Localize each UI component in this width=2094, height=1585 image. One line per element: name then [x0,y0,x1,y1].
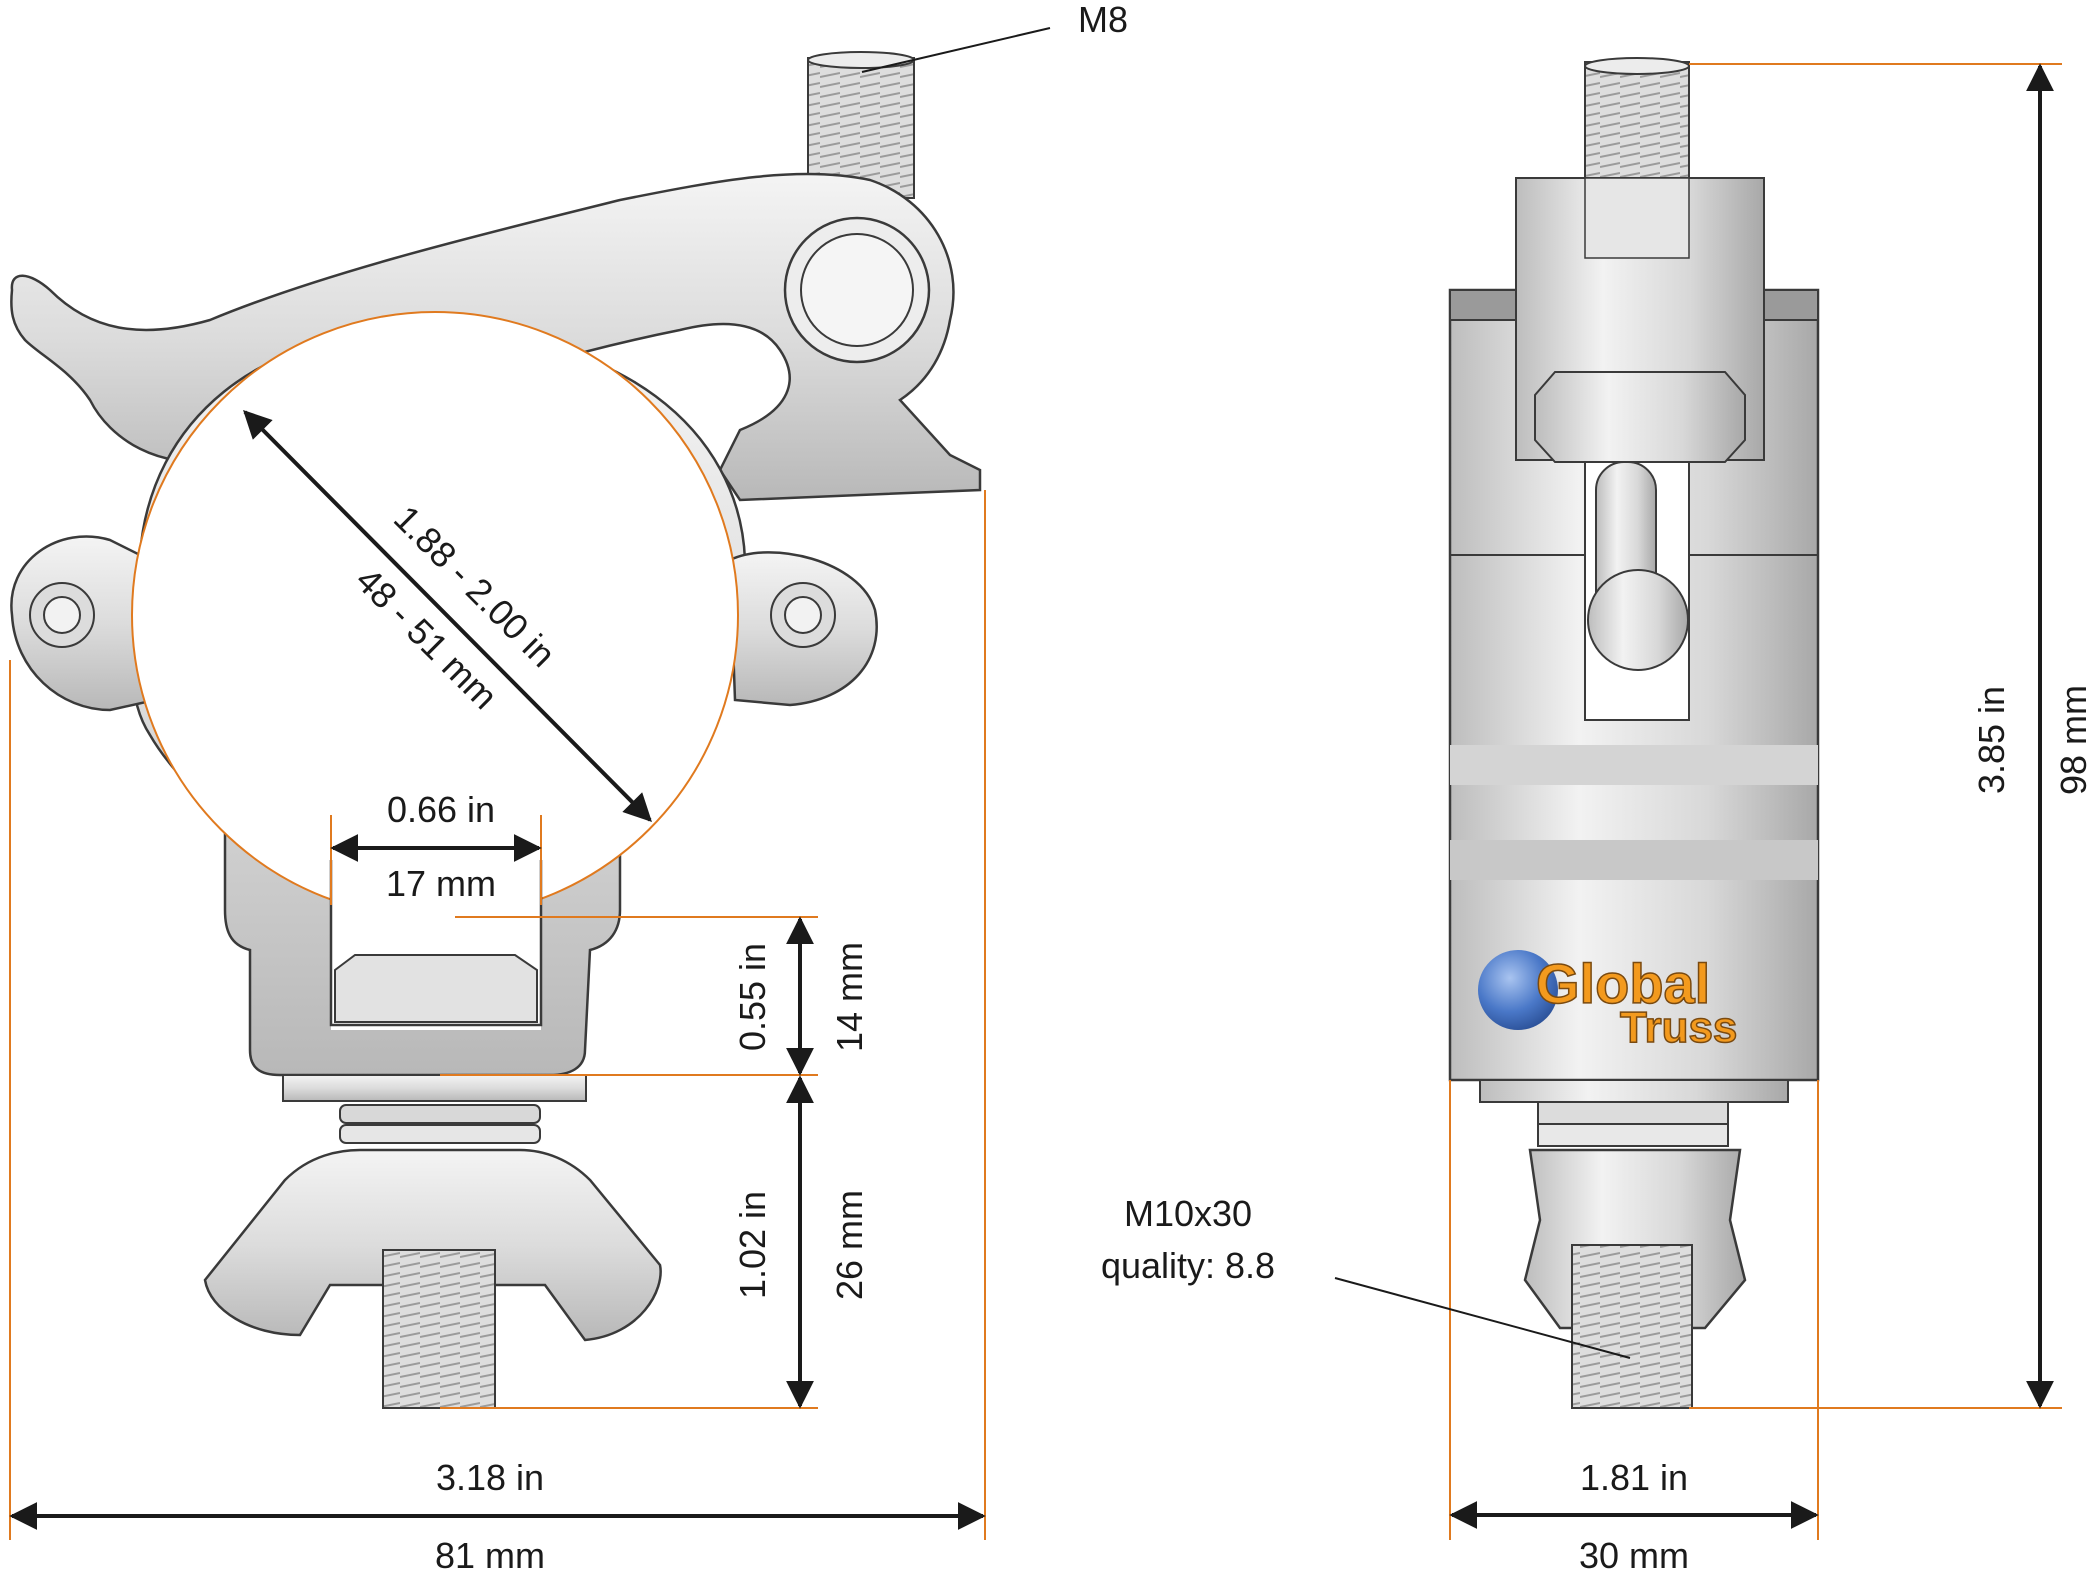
overall-width-mm-label: 81 mm [435,1535,545,1576]
overall-height-mm-label: 98 mm [2053,685,2094,795]
saddle-height-mm-label: 14 mm [829,942,870,1052]
bolt-length-mm-label: 26 mm [829,1190,870,1300]
side-width-mm-label: 30 mm [1579,1535,1689,1576]
side-washer [1479,1079,1789,1103]
m10-bolt [382,1249,496,1409]
bolt-length-in-label: 1.02 in [732,1191,773,1299]
bolt-spec-line2: quality: 8.8 [1101,1245,1275,1286]
saddle-pad [334,954,538,1023]
saddle-height-in-label: 0.55 in [732,943,773,1051]
wing-nut [203,1148,662,1342]
opening-in-label: 0.66 in [387,789,495,830]
washer-plate [282,1074,587,1102]
opening-mm-label: 17 mm [386,863,496,904]
m8-label: M8 [1078,0,1128,40]
side-dimensions: 3.85 in 98 mm 1.81 in 30 mm M10x30 quali… [1101,63,2094,1576]
side-m10-bolt [1571,1244,1693,1409]
globe-icon [1478,950,1558,1030]
bolt-spec-line1: M10x30 [1124,1193,1252,1234]
global-truss-logo: Global Truss [1478,950,1738,1053]
logo-line2: Truss [1620,1003,1737,1052]
clamp-side-view: Global Truss [1448,57,1820,1409]
side-hex-nut [1534,371,1746,463]
side-width-in-label: 1.81 in [1580,1457,1688,1498]
overall-height-in-label: 3.85 in [1971,686,2012,794]
logo-line1: Global [1536,952,1710,1015]
overall-width-in-label: 3.18 in [436,1457,544,1498]
